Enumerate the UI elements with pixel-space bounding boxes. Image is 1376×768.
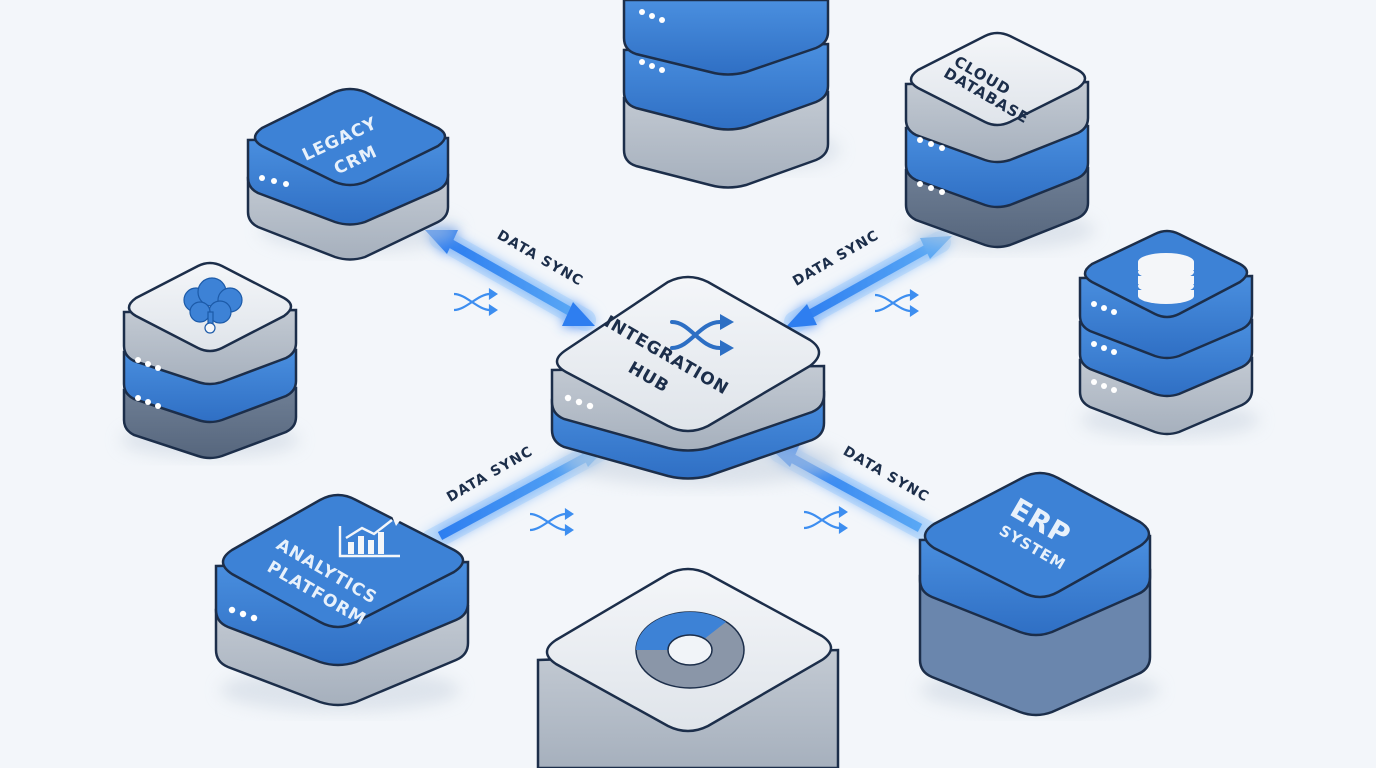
cloud-tree-icon <box>183 277 243 334</box>
node-analytics-platform: ANALYTICS PLATFORM <box>214 493 470 712</box>
node-cloud-database: CLOUD DATABASE <box>904 31 1095 250</box>
database-icon <box>1138 253 1194 304</box>
node-legacy-crm: LEGACY CRM <box>246 87 460 261</box>
sync-icon-cloud <box>874 288 919 318</box>
node-storage-server-right <box>1078 229 1260 438</box>
server-stack-top <box>622 0 840 189</box>
donut-chart-icon <box>635 611 745 689</box>
shuffle-icon <box>670 314 734 356</box>
sync-icon-analytics <box>529 507 574 537</box>
sync-icon-erp <box>803 505 848 535</box>
node-erp-system: ERP SYSTEM <box>918 471 1160 717</box>
bar-chart-icon <box>338 516 402 558</box>
node-bottom-device <box>536 567 840 768</box>
node-integration-hub: INTEGRATION HUB <box>550 275 840 486</box>
node-cloud-server-left <box>120 261 300 460</box>
sync-icon-crm <box>453 287 498 317</box>
